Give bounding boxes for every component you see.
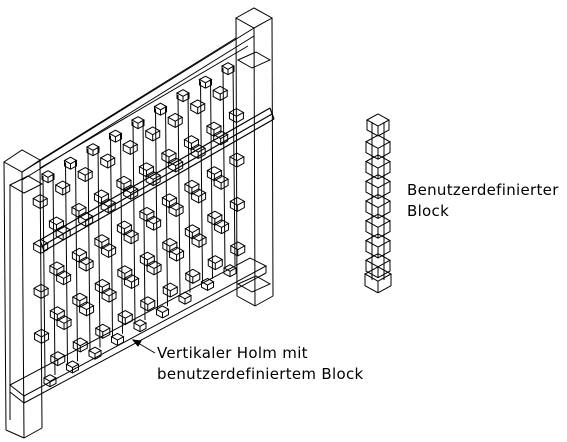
custom-block-label-line1: Benutzerdefinierter — [407, 181, 559, 199]
baluster — [32, 170, 66, 388]
post-label-line2: benutzerdefiniertem Block — [157, 365, 364, 383]
post-label-line1: Vertikaler Holm mit — [157, 344, 308, 362]
baluster — [77, 143, 111, 360]
custom-block-sample — [363, 113, 393, 294]
leader-line — [131, 339, 156, 354]
baluster — [54, 156, 89, 374]
baluster — [144, 102, 179, 319]
baluster — [212, 62, 246, 278]
baluster — [99, 129, 134, 347]
right-post — [234, 7, 274, 307]
balusters — [32, 62, 246, 388]
baluster — [167, 89, 201, 305]
baluster — [122, 116, 156, 333]
bottom-rail — [9, 257, 268, 404]
top-rail — [21, 27, 255, 181]
custom-block-label-line2: Block — [407, 202, 450, 220]
baluster — [189, 75, 224, 292]
